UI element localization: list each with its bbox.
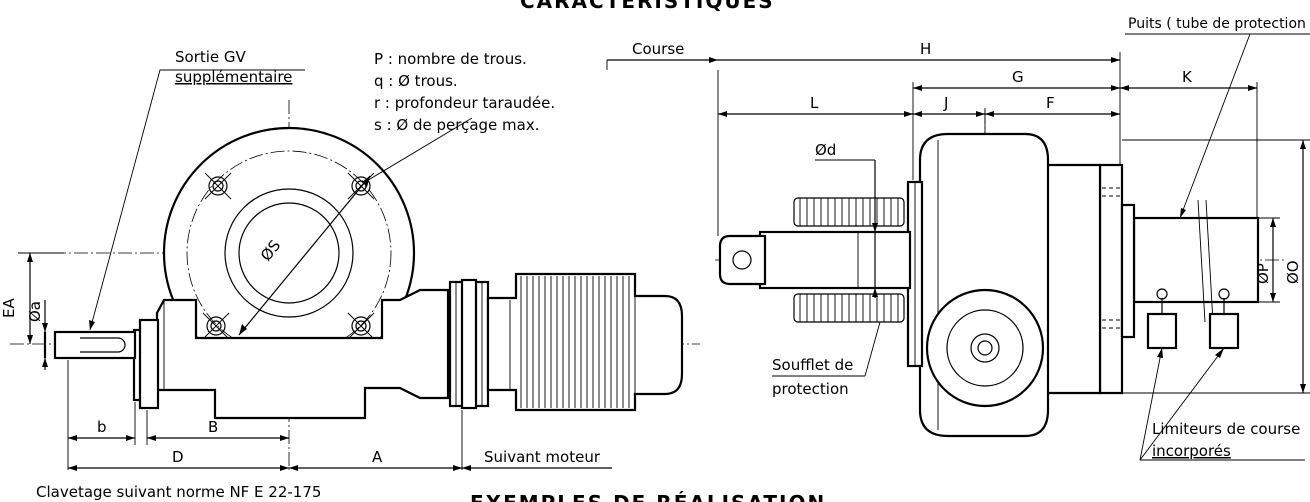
label-course: Course (632, 40, 684, 58)
dim-f: F (1046, 94, 1055, 112)
label-incorpores: incorporés (1152, 442, 1231, 460)
electric-motor (448, 272, 684, 412)
dim-b-upper: B (208, 418, 218, 436)
travel-limiters (1139, 288, 1240, 461)
label-clavetage: Clavetage suivant norme NF E 22-175 (36, 483, 321, 501)
right-view: Course H G K L J F Ød (606, 16, 1310, 461)
protection-tube (1132, 199, 1260, 323)
label-protection: protection (772, 380, 849, 398)
legend-p: P : nombre de trous. (374, 50, 527, 68)
mounting-hole-icon (202, 312, 230, 340)
cooling-fins (520, 276, 630, 408)
gearbox-housing (148, 288, 450, 420)
legend-r: r : profondeur taraudée. (374, 94, 555, 112)
dim-k: K (1182, 68, 1193, 86)
left-view: ØS EA Øa b B D (0, 48, 700, 501)
label-supplementaire: supplémentaire (175, 68, 292, 86)
dim-l: L (810, 94, 819, 112)
push-rod (718, 230, 912, 290)
dim-ea: EA (0, 298, 18, 318)
mounting-hole-icon (204, 172, 232, 200)
dim-diameter-p: ØP (1254, 263, 1272, 284)
label-puits: Puits ( tube de protection ) (1128, 16, 1310, 32)
label-limiteurs: Limiteurs de course (1152, 420, 1300, 438)
title-top: CARACTÉRISTIQUES (520, 0, 775, 13)
title-bottom: EXEMPLES DE RÉALISATION (470, 491, 826, 502)
mounting-hole-icon (347, 312, 375, 340)
legend-q: q : Ø trous. (374, 72, 458, 90)
dim-g: G (1012, 68, 1024, 86)
mounting-flange-plate (1098, 163, 1124, 395)
dim-j: J (943, 94, 948, 112)
dim-diameter-o: ØO (1284, 260, 1302, 284)
dim-h: H (920, 40, 931, 58)
output-shaft (43, 330, 137, 360)
legend-s: s : Ø de perçage max. (374, 116, 540, 134)
dim-b: b (97, 418, 107, 436)
shaft-flange-plate (138, 318, 160, 410)
worm-gear-icon (925, 288, 1045, 408)
label-suivant-moteur: Suivant moteur (484, 448, 601, 466)
dim-d: D (172, 448, 184, 466)
dim-diameter-d: Ød (815, 141, 836, 159)
label-sortie-gv: Sortie GV (175, 48, 247, 66)
protection-bellows (793, 197, 905, 323)
rod-eye-icon (732, 250, 752, 270)
dim-diameter-a: Øa (26, 301, 44, 322)
dim-a: A (372, 448, 383, 466)
label-soufflet: Soufflet de (772, 356, 853, 374)
